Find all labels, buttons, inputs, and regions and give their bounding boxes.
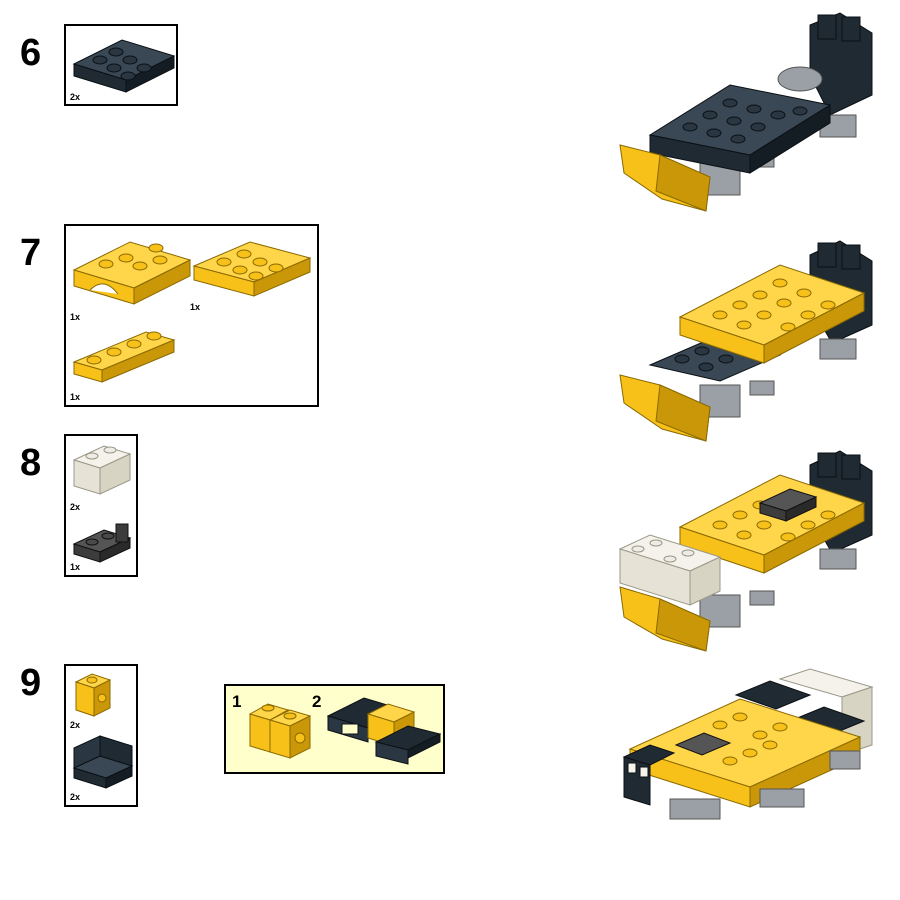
part-quantity: 2x (70, 720, 81, 730)
step-number-6: 6 (20, 32, 42, 74)
plate-2x3-dark-part (72, 39, 176, 93)
step-number-7: 7 (20, 232, 42, 274)
parts-callout-step-7: 1x 1x 1x (64, 224, 319, 407)
brick-1x2-trans-clear-part (72, 445, 132, 495)
part-quantity: 1x (70, 312, 81, 322)
parts-callout-step-9: 2x 2x (64, 664, 138, 807)
step-number-8: 8 (20, 442, 42, 484)
assembly-step-7 (619, 240, 873, 442)
part-quantity: 2x (70, 792, 81, 802)
sub-step-number-1: 1 (232, 692, 242, 711)
part-quantity: 1x (70, 392, 81, 402)
parts-callout-step-6: 2x (64, 24, 178, 106)
step-number-9: 9 (20, 662, 42, 704)
part-quantity: 2x (70, 502, 81, 512)
plate-2x3-yellow-part (192, 241, 312, 297)
sub-step-2-assembly (326, 697, 442, 765)
part-quantity: 2x (70, 92, 81, 102)
plate-1x2-clip-dark-gray-part (72, 523, 132, 563)
sub-assembly-callout: 1 2 (224, 684, 445, 774)
brick-1x1-headlight-yellow-part (74, 673, 112, 717)
sub-step-number-2: 2 (312, 692, 322, 711)
plate-2x4-arch-yellow-part (72, 241, 192, 305)
sub-step-1-assembly (248, 703, 312, 759)
parts-callout-step-8: 2x 1x (64, 434, 138, 577)
part-quantity: 1x (190, 302, 201, 312)
assembly-step-8 (618, 450, 873, 652)
assembly-step-9 (622, 668, 874, 820)
seat-2x2-dark-part (72, 735, 134, 789)
assembly-step-6 (619, 12, 873, 212)
plate-1x4-yellow-part (72, 331, 176, 383)
part-quantity: 1x (70, 562, 81, 572)
